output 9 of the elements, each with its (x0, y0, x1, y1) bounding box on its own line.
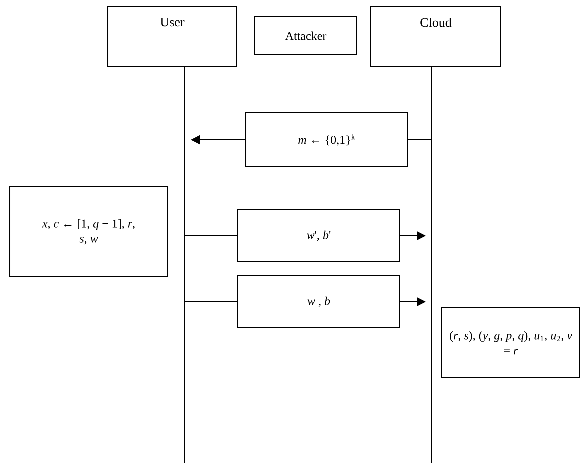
participant-box: Attacker (254, 16, 358, 56)
lifeline (184, 66, 186, 463)
message-box: w', b' (238, 210, 400, 262)
participant-box: User (108, 6, 238, 68)
note-box: x, c ← [1, q − 1], r, s, w (10, 186, 168, 278)
message-box: w , b (238, 276, 400, 328)
participant-box: Cloud (370, 6, 502, 68)
message-box: m ← {0,1}$^{k}$ (246, 112, 408, 168)
note-box: (r, s), (y, g, p, q), u$_{1}$, u$_{2}$, v = r (442, 308, 580, 378)
